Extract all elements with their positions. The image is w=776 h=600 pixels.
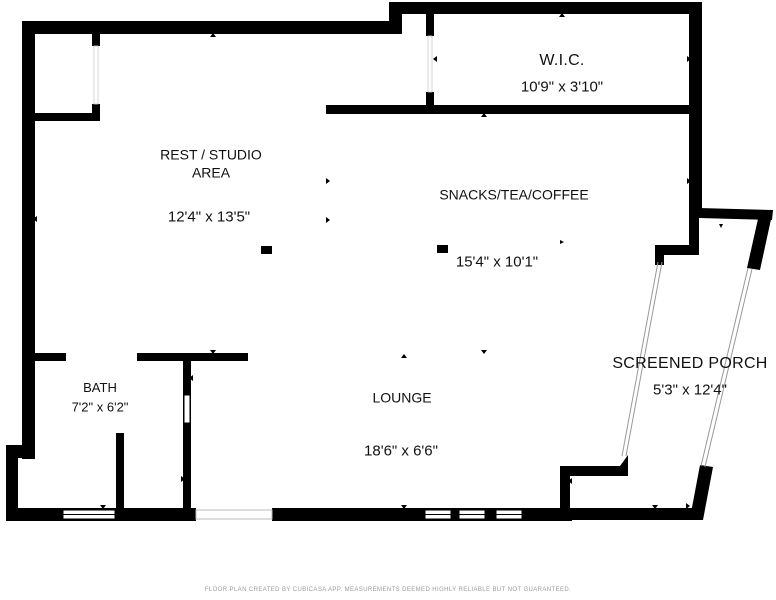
tick-arrow (100, 505, 106, 509)
tick-arrow (686, 503, 690, 509)
room-name-wic: W.I.C. (539, 52, 585, 69)
wall-bottom-middle (272, 508, 572, 521)
marker-square-snacks (437, 245, 448, 253)
bath-top-opening (66, 355, 137, 359)
room-label-bath: BATH (83, 380, 117, 396)
entry-opening (195, 509, 273, 520)
markers (13, 13, 723, 509)
tick-arrow (481, 113, 487, 117)
wall-porch-inner-h (560, 455, 628, 476)
tick-arrow (189, 375, 193, 381)
room-label-wic: W.I.C. (539, 51, 584, 71)
tick-arrow (326, 178, 330, 184)
room-name-bath: BATH (83, 379, 117, 395)
porch-screen-right-b (704, 268, 753, 468)
porch-screen-left-a (621, 261, 659, 457)
tick-arrow (719, 224, 723, 228)
wall-porch-top (699, 208, 773, 220)
wall-left (22, 21, 35, 459)
tick-arrow (687, 178, 691, 184)
room-label-lounge: LOUNGE (372, 389, 431, 407)
wall-wic-divider-bottom (426, 92, 434, 114)
tick-arrow (210, 33, 216, 37)
room-dims-lounge: 18'6" x 6'6" (364, 442, 438, 460)
room-label-rest-studio: REST / STUDIO AREA (160, 147, 262, 182)
wall-porch-bottom (560, 508, 703, 520)
wall-porch-step-h (655, 245, 699, 255)
room-label-screened-porch: SCREENED PORCH (612, 354, 767, 374)
wall-porch-right-upper (747, 210, 773, 270)
wall-alcove-vertical-lower (92, 104, 100, 121)
tick-arrow (401, 505, 407, 509)
tick-arrow (33, 216, 37, 222)
wall-wic-bottom (326, 105, 696, 114)
wall-bath-divider (116, 433, 124, 521)
wic-opening (427, 35, 433, 93)
room-name-rest-studio-line2: AREA (191, 164, 231, 180)
wall-alcove-horizontal (22, 113, 100, 121)
marker-square-rest (261, 246, 272, 254)
room-name-rest-studio-line1: REST / STUDIO (160, 146, 262, 163)
room-name-snacks: SNACKS/TEA/COFFEE (439, 186, 589, 203)
porch-screen-left-b (625, 261, 663, 457)
wall-bath-top-right (137, 353, 248, 361)
tick-arrow (687, 56, 691, 62)
room-dims-rest-studio: 12'4" x 13'5" (167, 208, 251, 226)
wall-alcove-vertical (92, 30, 100, 46)
wall-bath-left (6, 445, 18, 521)
room-dims-wic: 10'9" x 3'10" (520, 78, 604, 96)
tick-arrow (568, 478, 572, 484)
tick-arrow (181, 476, 185, 482)
walls (6, 2, 773, 521)
tick-arrow (652, 505, 658, 509)
wall-top-right (389, 2, 702, 14)
tick-arrow (433, 56, 437, 62)
tick-arrow (13, 479, 17, 485)
wall-porch-right-lower (690, 465, 713, 520)
wall-wic-divider-top (426, 8, 434, 36)
wall-porch-step-stub (655, 245, 664, 265)
wall-porch-inner-v (560, 466, 570, 520)
tick-arrow (401, 354, 407, 358)
room-dims-bath: 7'2" x 6'2" (71, 399, 129, 415)
wall-right-upper (689, 2, 702, 214)
wall-bath-top-left (22, 353, 66, 361)
tick-arrow (560, 240, 564, 244)
room-dims-snacks: 15'4" x 10'1" (455, 253, 539, 271)
wall-porch-step-v (689, 205, 699, 255)
alcove-opening (93, 45, 99, 105)
wall-top-left (22, 21, 402, 34)
tick-arrow (481, 350, 487, 354)
room-dims-screened-porch: 5'3" x 12'4" (653, 381, 727, 399)
room-name-screened-porch: SCREENED PORCH (612, 355, 768, 372)
wall-bath-right (183, 353, 191, 521)
room-label-snacks: SNACKS/TEA/COFFEE (439, 186, 588, 204)
porch-screen-right-a (700, 267, 749, 467)
tick-arrow (326, 217, 330, 223)
footer-disclaimer: FLOOR PLAN CREATED BY CUBICASA APP. MEAS… (204, 587, 572, 593)
openings (62, 35, 753, 520)
tick-arrow (559, 13, 565, 17)
window-bath-side (183, 394, 191, 424)
room-name-lounge: LOUNGE (372, 389, 432, 406)
tick-arrow (210, 350, 216, 354)
